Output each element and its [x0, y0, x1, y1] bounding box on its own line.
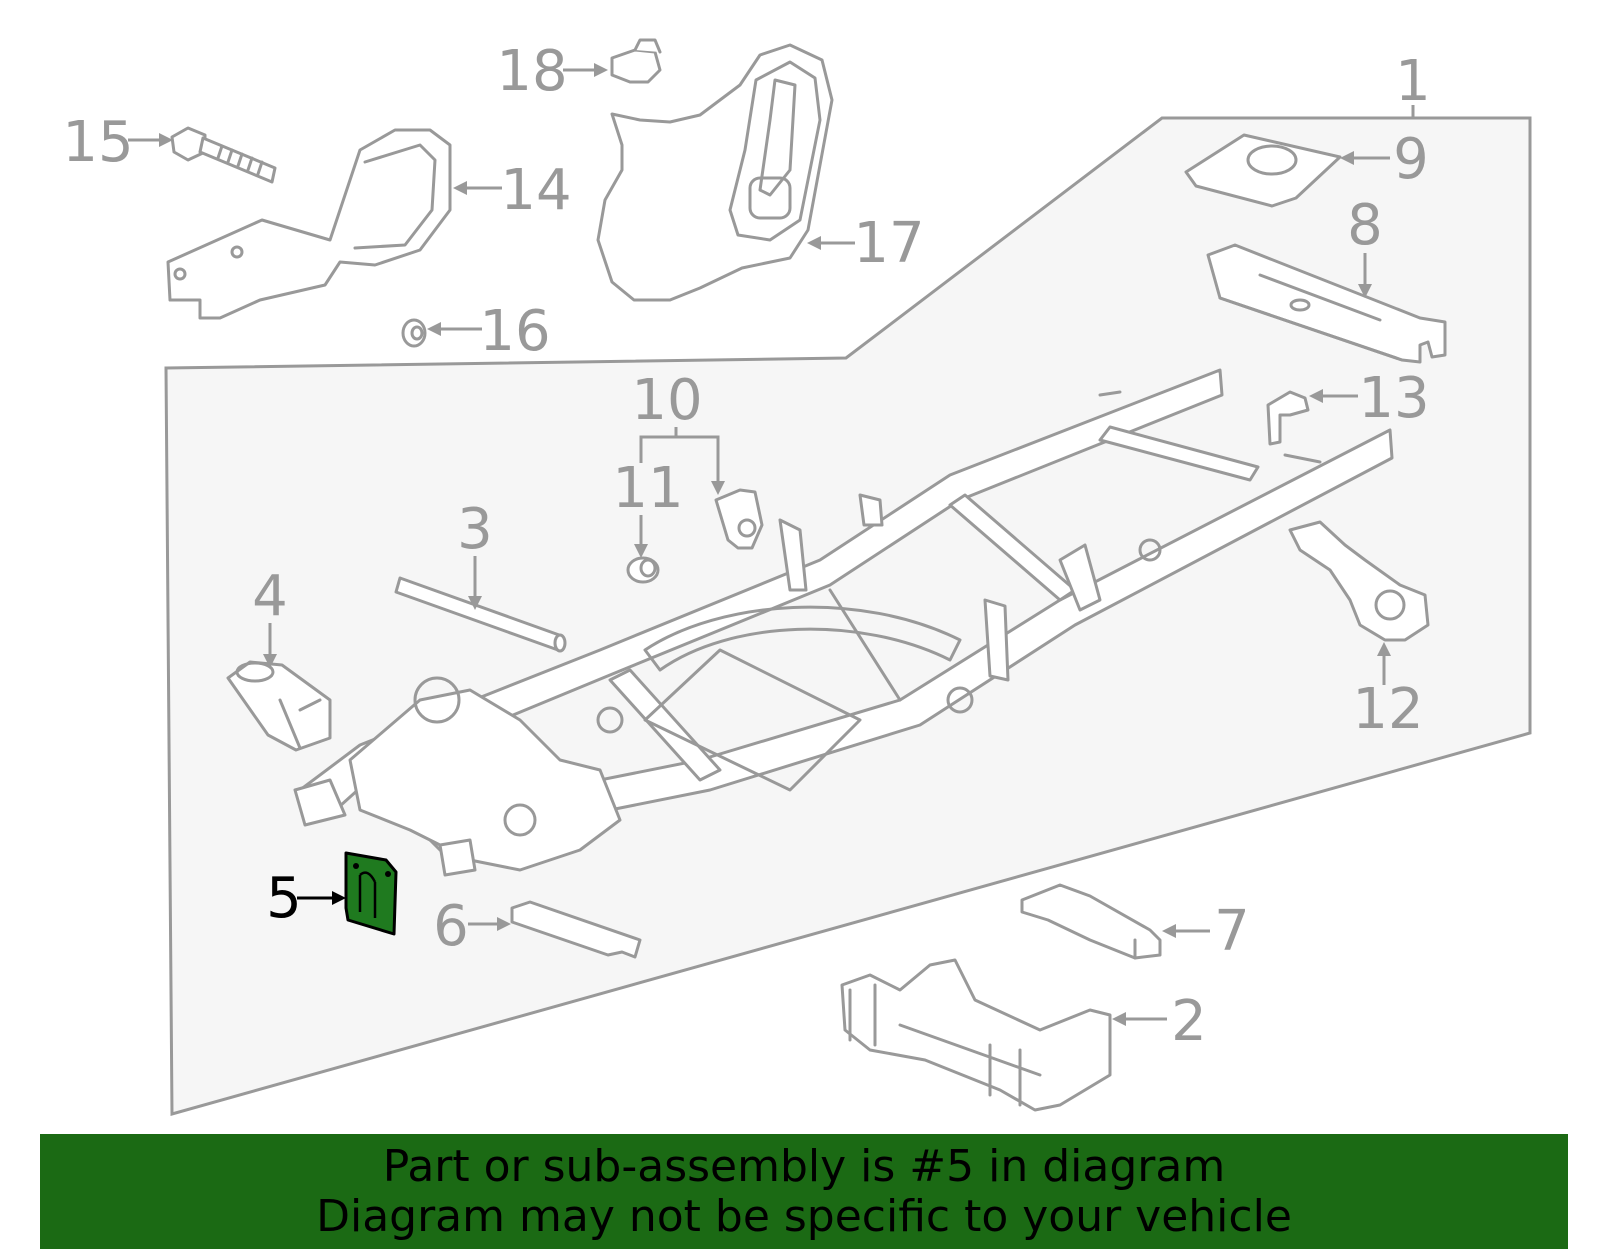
callout-8: 8 — [1347, 193, 1383, 258]
part-18-clip — [610, 38, 662, 84]
part-8-crossmember — [1206, 243, 1447, 364]
part-6-bar — [510, 900, 642, 959]
part-3-rod — [394, 576, 567, 653]
callout-13: 13 — [1358, 366, 1429, 431]
callout-1: 1 — [1395, 49, 1431, 114]
callout-5: 5 — [266, 866, 302, 931]
callout-6: 6 — [433, 894, 469, 959]
part-15-bolt — [170, 126, 277, 184]
part-13-clip — [1266, 390, 1310, 446]
callout-9: 9 — [1393, 127, 1429, 192]
callout-16: 16 — [479, 299, 550, 364]
info-banner: Part or sub-assembly is #5 in diagram Di… — [40, 1134, 1568, 1249]
leader-lines — [128, 63, 1415, 1026]
part-9-plate — [1184, 133, 1342, 208]
part-16-nut — [401, 318, 427, 348]
frame-assembly — [293, 368, 1394, 877]
callout-10: 10 — [631, 368, 702, 433]
part-12-bracket — [1288, 520, 1430, 642]
callout-2: 2 — [1171, 989, 1207, 1054]
callout-7: 7 — [1214, 899, 1250, 964]
part-14-bracket — [166, 128, 452, 320]
callout-11: 11 — [612, 456, 683, 521]
part-7-mount — [1020, 883, 1162, 960]
part-17-shield — [596, 43, 834, 302]
banner-line-part-number: Part or sub-assembly is #5 in diagram — [382, 1141, 1226, 1192]
callout-17: 17 — [853, 211, 924, 276]
part-5-plate — [344, 851, 398, 936]
callout-12: 12 — [1352, 677, 1423, 742]
banner-line-disclaimer: Diagram may not be specific to your vehi… — [316, 1191, 1292, 1242]
part-4-mount — [226, 660, 332, 752]
part-10-bracket — [714, 488, 764, 550]
part-2-crossmember — [840, 958, 1112, 1112]
callout-15: 15 — [62, 110, 133, 175]
callout-3: 3 — [457, 497, 493, 562]
callout-4: 4 — [252, 564, 288, 629]
callout-labels: 1 2 3 4 5 6 7 8 9 10 11 12 13 14 15 16 1… — [62, 39, 1430, 1054]
callout-18: 18 — [496, 39, 567, 104]
callout-14: 14 — [500, 158, 571, 223]
part-11-bushing — [626, 556, 660, 584]
